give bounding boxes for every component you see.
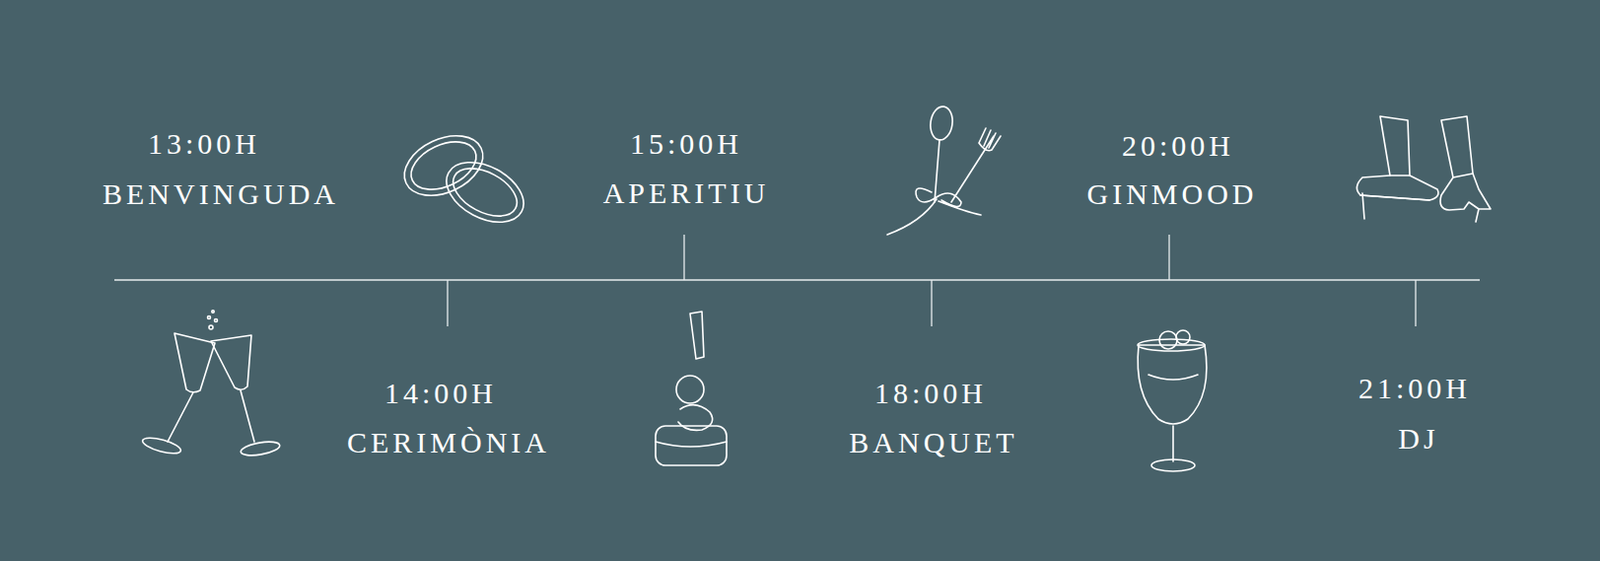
champagne-glasses-icon [140, 310, 281, 459]
time-label: 20:00H [1121, 131, 1235, 161]
event-label: BANQUET [848, 427, 1018, 458]
event-label: BENVINGUDA [102, 179, 340, 209]
event-label: DJ [1397, 423, 1439, 454]
time-label: 13:00H [147, 129, 261, 159]
rings-icon [395, 124, 535, 235]
dancing-shoes-icon [1356, 116, 1491, 222]
canape-icon [655, 311, 727, 466]
time-label: 15:00H [629, 129, 743, 159]
timeline-axis [114, 234, 1480, 327]
event-label: APERITIU [603, 178, 770, 209]
time-label: 14:00H [384, 378, 497, 409]
time-label: 21:00H [1358, 373, 1471, 404]
cutlery-icon [887, 105, 1001, 235]
event-label: CERIMÒNIA [347, 427, 551, 458]
event-label: GINMOOD [1087, 179, 1258, 209]
time-label: 18:00H [874, 378, 987, 409]
gin-glass-icon [1137, 330, 1207, 472]
